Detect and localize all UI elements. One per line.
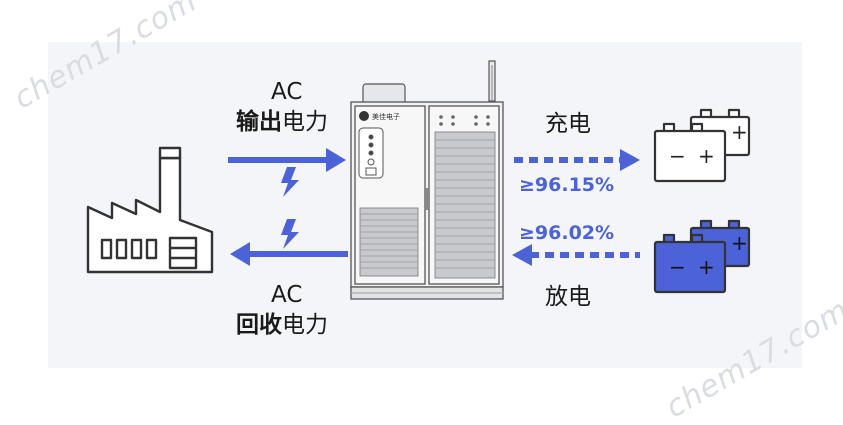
battery-blue-front-plus: + (698, 255, 715, 279)
cabinet-left-grille (359, 207, 419, 277)
battery-discharging-icon (653, 219, 751, 294)
discharge-efficiency: ≥96.02% (519, 222, 615, 244)
charge-efficiency: ≥96.15% (519, 174, 615, 196)
battery-front-minus: − (669, 144, 686, 168)
cabinet-indicator-dots (439, 115, 490, 126)
charge-label: 充电 (545, 111, 591, 137)
cabinet-right-grille (434, 131, 496, 279)
factory-icon (86, 146, 214, 274)
recovery-bold-text: 回收 (236, 312, 282, 338)
recovery-rest-text: 电力 (282, 312, 328, 338)
discharge-arrow (512, 244, 640, 266)
output-arrow (228, 148, 346, 172)
battery-blue-front-minus: − (669, 255, 686, 279)
output-rest-text: 电力 (282, 109, 328, 135)
discharge-label: 放电 (545, 284, 591, 310)
lightning-icon-top (281, 167, 299, 197)
cabinet-control-panel (358, 127, 384, 179)
output-bold-text: 输出 (236, 109, 282, 135)
lightning-icon-bottom (281, 219, 299, 249)
battery-front-plus: + (698, 144, 715, 168)
output-ac-label: AC (271, 79, 303, 105)
battery-blue-back-plus: + (731, 231, 748, 255)
cabinet-antenna (488, 60, 496, 102)
diagram-graphics: 美佳电子 + − + + − + (86, 60, 751, 300)
battery-charging-icon (653, 108, 751, 183)
recovery-ac-label: AC (271, 282, 303, 308)
output-power-label: 输出电力 (236, 108, 328, 136)
cabinet-top-box (362, 83, 406, 105)
recovery-arrow (230, 242, 348, 266)
brand-logo (359, 111, 369, 121)
recovery-power-label: 回收电力 (236, 311, 328, 339)
battery-back-plus: + (731, 120, 748, 144)
charge-arrow (514, 149, 640, 171)
cabinet-door-handle (425, 188, 429, 210)
cabinet-brand-text: 美佳电子 (372, 112, 400, 121)
